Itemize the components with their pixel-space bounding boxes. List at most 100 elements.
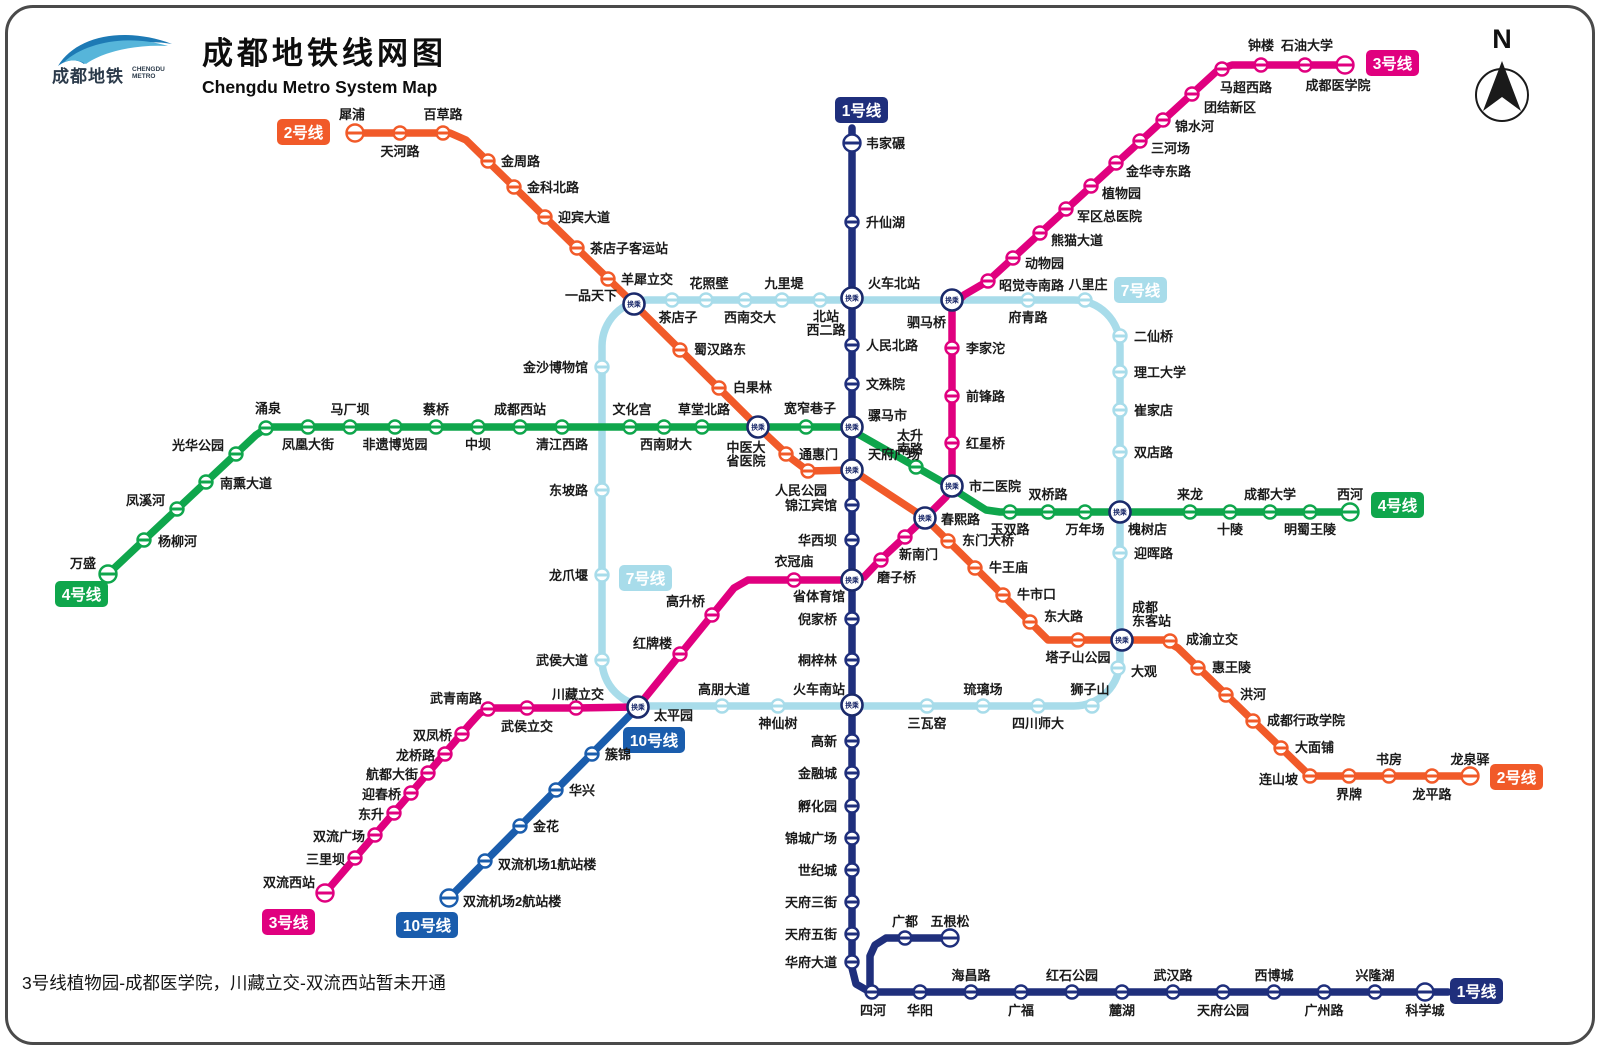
station-label: 文殊院: [866, 377, 905, 392]
line4-badge-label: 4号线: [1378, 496, 1418, 515]
station-双流广场: 双流广场: [313, 827, 383, 844]
station-成都医学院: 成都医学院: [1305, 55, 1371, 93]
station-label: 书房: [1376, 752, 1402, 767]
station-label: 东门大桥: [962, 533, 1015, 548]
transfer-badge-text: 换乘: [845, 575, 859, 584]
station-马厂坝: 马厂坝: [330, 402, 370, 435]
transfer-station-icon: [840, 458, 864, 482]
transfer-badge-text: 换乘: [945, 295, 959, 304]
station-西南财大: 西南财大: [640, 419, 692, 452]
station-label: 石油大学: [1280, 38, 1333, 53]
station-label: 火车南站: [793, 682, 845, 697]
transfer-station-icon: [840, 568, 864, 592]
station-西南交大: 西南交大: [724, 292, 776, 325]
station-label: 洪河: [1240, 687, 1266, 702]
station-label: 华府大道: [785, 955, 837, 970]
station-label: 熊猫大道: [1051, 233, 1103, 248]
station-label: 华西坝: [798, 533, 837, 548]
station-通惠门: 通惠门: [778, 446, 838, 462]
station-label: 东大路: [1044, 609, 1084, 624]
transfer-badge-text: 换乘: [631, 702, 645, 711]
station-label: 十陵: [1217, 522, 1244, 537]
station-label: 红牌楼: [633, 636, 672, 651]
line2-badge: 2号线: [277, 119, 330, 145]
station-非遗博览园: 非遗博览园: [362, 419, 428, 452]
station-label: 金沙博物馆: [522, 360, 588, 375]
station-label: 大观: [1131, 664, 1157, 679]
station-凤溪河: 凤溪河: [126, 493, 185, 517]
station-簇锦: 簇锦: [584, 746, 631, 762]
station-label: 双流机场1航站楼: [498, 857, 596, 872]
page-subtitle: Chengdu Metro System Map: [202, 77, 438, 97]
station-label: 高朋大道: [698, 682, 750, 697]
station-label: 龙泉驿: [1450, 752, 1490, 767]
station-华兴: 华兴: [548, 782, 595, 798]
station-label: 成都东客站: [1132, 600, 1171, 629]
station-连山坡: 连山坡: [1259, 768, 1318, 787]
station-label: 海昌路: [951, 968, 991, 983]
station-label: 四河: [860, 1003, 886, 1018]
line2-badge-label: 2号线: [1497, 768, 1537, 787]
station-label: 韦家碾: [866, 136, 906, 151]
station-label: 百草路: [423, 107, 463, 122]
station-升仙湖: 升仙湖: [844, 214, 905, 230]
transfer-badge-text: 换乘: [918, 513, 932, 522]
transfer-badge-text: 换乘: [751, 422, 765, 431]
station-西河: 西河: [1337, 487, 1363, 522]
station-label: 衣冠庙: [774, 554, 813, 569]
station-天府三街: 天府三街: [785, 894, 860, 910]
station-双凤桥: 双凤桥: [413, 726, 470, 743]
station-label: 川藏立交: [551, 687, 604, 702]
station-label: 金融城: [797, 766, 837, 781]
station-西博城: 西博城: [1254, 968, 1294, 1000]
title-block: 成都地铁线网图 Chengdu Metro System Map: [202, 22, 447, 98]
station-label: 升仙湖: [866, 215, 905, 230]
station-label: 中坝: [465, 437, 491, 452]
station-label: 羊犀立交: [621, 272, 673, 287]
line1-path: [866, 934, 954, 996]
station-市二医院: 换乘市二医院: [940, 474, 1021, 498]
station-label: 花照壁: [689, 276, 728, 291]
station-label: 成渝立交: [1186, 632, 1238, 647]
station-label: 五根松: [930, 914, 969, 929]
station-书房: 书房: [1376, 752, 1402, 784]
station-牛市口: 牛市口: [995, 587, 1056, 603]
station-双流西站: 双流西站: [263, 875, 335, 903]
station-label: 迎宾大道: [558, 210, 610, 225]
station-label: 磨子桥: [877, 570, 917, 585]
station-清江西路: 清江西路: [536, 419, 589, 452]
line3-badge-bg: [1366, 50, 1419, 76]
station-二仙桥: 二仙桥: [1112, 328, 1174, 344]
station-label: 宽窄巷子: [783, 401, 836, 416]
station-label: 狮子山: [1069, 682, 1109, 697]
station-label: 金周路: [500, 154, 541, 169]
station-label: 牛市口: [1017, 587, 1056, 602]
station-犀浦: 犀浦: [339, 107, 365, 143]
line1-badge-label: 1号线: [842, 101, 882, 120]
station-太升南路: 太升南路: [896, 428, 924, 475]
station-崔家店: 崔家店: [1112, 402, 1173, 418]
station-label: 万盛: [69, 556, 96, 571]
station-文化宫: 文化宫: [612, 402, 652, 435]
station-武青南路: 武青南路: [430, 691, 496, 717]
station-天府五街: 天府五街: [785, 926, 860, 942]
station-羊犀立交: 羊犀立交: [600, 271, 673, 287]
station-金周路: 金周路: [480, 153, 541, 169]
station-label: 四川师大: [1012, 716, 1064, 731]
line7-badge: 7号线: [619, 565, 672, 591]
station-广福: 广福: [1008, 984, 1034, 1018]
station-四河: 四河: [860, 984, 886, 1018]
station-label: 东坡路: [549, 483, 589, 498]
station-双流机场1航站楼: 双流机场1航站楼: [477, 853, 596, 872]
station-万年场: 万年场: [1064, 504, 1105, 537]
station-label: 蔡桥: [422, 402, 450, 417]
station-五根松: 五根松: [930, 914, 970, 948]
line7-badge-bg: [619, 565, 672, 591]
station-成都大学: 成都大学: [1244, 487, 1296, 520]
station-label: 大面铺: [1295, 740, 1334, 755]
transfer-station-icon: [940, 288, 964, 312]
station-label: 倪家桥: [798, 612, 838, 627]
station-东门大桥: 东门大桥: [940, 533, 1015, 549]
station-春熙路: 换乘春熙路: [913, 506, 981, 530]
